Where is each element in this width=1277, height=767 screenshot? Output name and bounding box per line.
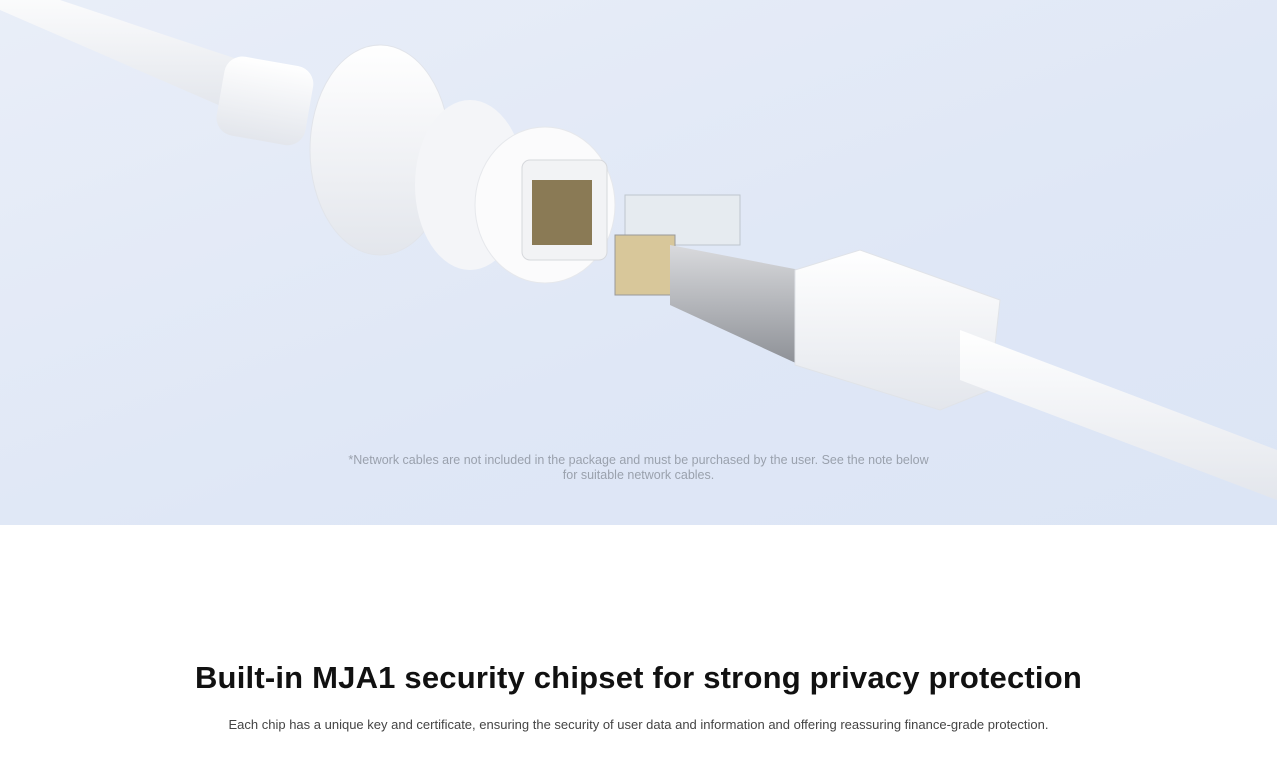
note-line-1: *Network cables are not included in the … [348,453,929,467]
left-cable [0,0,314,146]
section-subtitle: Each chip has a unique key and certifica… [228,717,1049,732]
rj45-plug [614,194,1277,500]
product-hero-image: *Network cables are not included in the … [0,0,1277,525]
note-line-2: for suitable network cables. [562,468,715,482]
cable-disclaimer-note: *Network cables are not included in the … [0,453,1277,483]
ethernet-connector-illustration [0,0,1277,500]
waterproof-socket [309,44,616,284]
section-title: Built-in MJA1 security chipset for stron… [194,660,1083,695]
